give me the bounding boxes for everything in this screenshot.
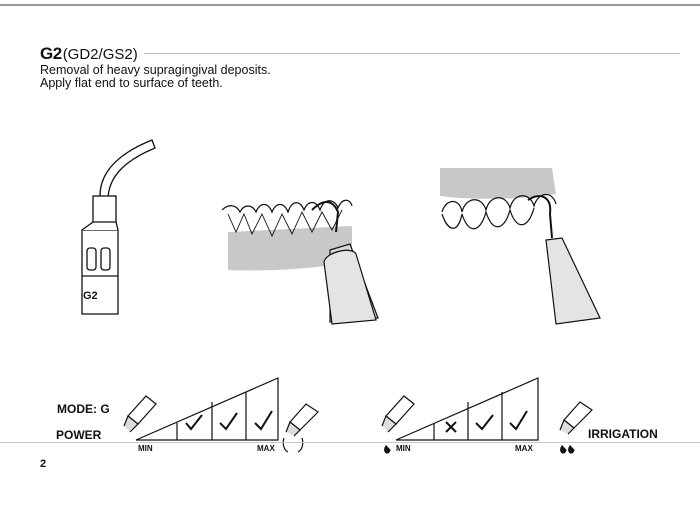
tip-label: G2 [83,290,98,302]
tip-code: G2 [40,44,62,63]
title-row: G2 (GD2/GS2) [40,44,680,64]
irrigation-scale [381,377,593,454]
irrigation-min-label: MIN [396,444,411,453]
description-line-1: Removal of heavy supragingival deposits. [40,63,271,77]
page-number: 2 [40,458,47,470]
power-label: POWER [56,428,102,442]
lower-jaw-illustration [221,199,379,325]
top-border [0,4,700,6]
irrigation-label: IRRIGATION [588,427,658,441]
bottom-border [0,442,700,443]
tip-illustration [81,139,156,315]
header: G2 (GD2/GS2) Removal of heavy supragingi… [40,44,680,90]
upper-jaw-illustration [440,168,601,325]
tip-variants: (GD2/GS2) [62,46,138,63]
power-max-label: MAX [257,444,275,453]
title-rule [143,53,680,54]
power-min-label: MIN [138,444,153,453]
irrigation-max-label: MAX [515,444,533,453]
power-scale [123,377,319,453]
description-line-2: Apply flat end to surface of teeth. [40,76,223,90]
mode-label: MODE: G [57,402,110,416]
